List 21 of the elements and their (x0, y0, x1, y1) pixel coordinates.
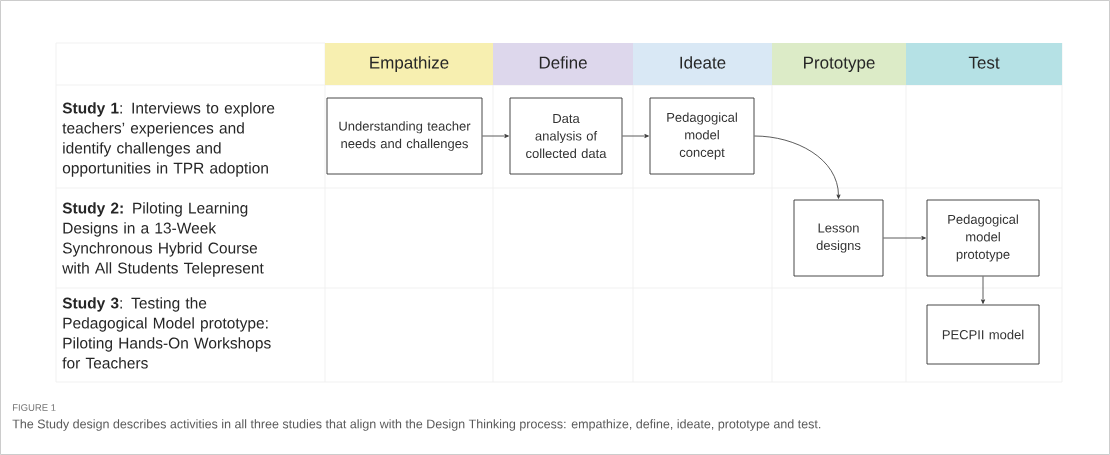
process-box: Pedagogical model prototype (926, 199, 1040, 277)
arrow (981, 276, 985, 304)
figure-number: FIGURE 1 (13, 404, 56, 411)
process-box: Pedagogical model concept (649, 97, 755, 175)
arrow (622, 134, 649, 138)
arrow (482, 134, 509, 138)
column-header: Ideate (633, 43, 772, 85)
arrow (754, 135, 841, 199)
process-box: Understanding teacher needs and challenges (326, 97, 483, 175)
row-label: Study 3: Testing the Pedagogical Model prototype: Piloting Hands-On Workshops for Teachers (62, 297, 271, 369)
row-label: Study 2: Piloting Learning Designs in a 13-Week Synchronous Hybrid Course with All Students Telepresent (62, 202, 264, 277)
process-box: Lesson designs (793, 199, 884, 277)
arrow (883, 236, 926, 240)
column-header: Define (493, 43, 633, 85)
caption: The Study design describes activities in all three studies that align with the Design Thinking process: empathize, define, ideate, prototype and test. (12, 419, 821, 431)
column-header: Prototype (772, 43, 906, 85)
process-box: Data analysis of collected data (509, 97, 623, 175)
row-label: Study 1: Interviews to explore teachers’ experiences and identify challenges and opportunities in TPR adoption (62, 102, 275, 177)
column-header: Test (906, 43, 1062, 85)
column-header: Empathize (325, 43, 493, 85)
process-box: PECPII model (926, 304, 1040, 365)
